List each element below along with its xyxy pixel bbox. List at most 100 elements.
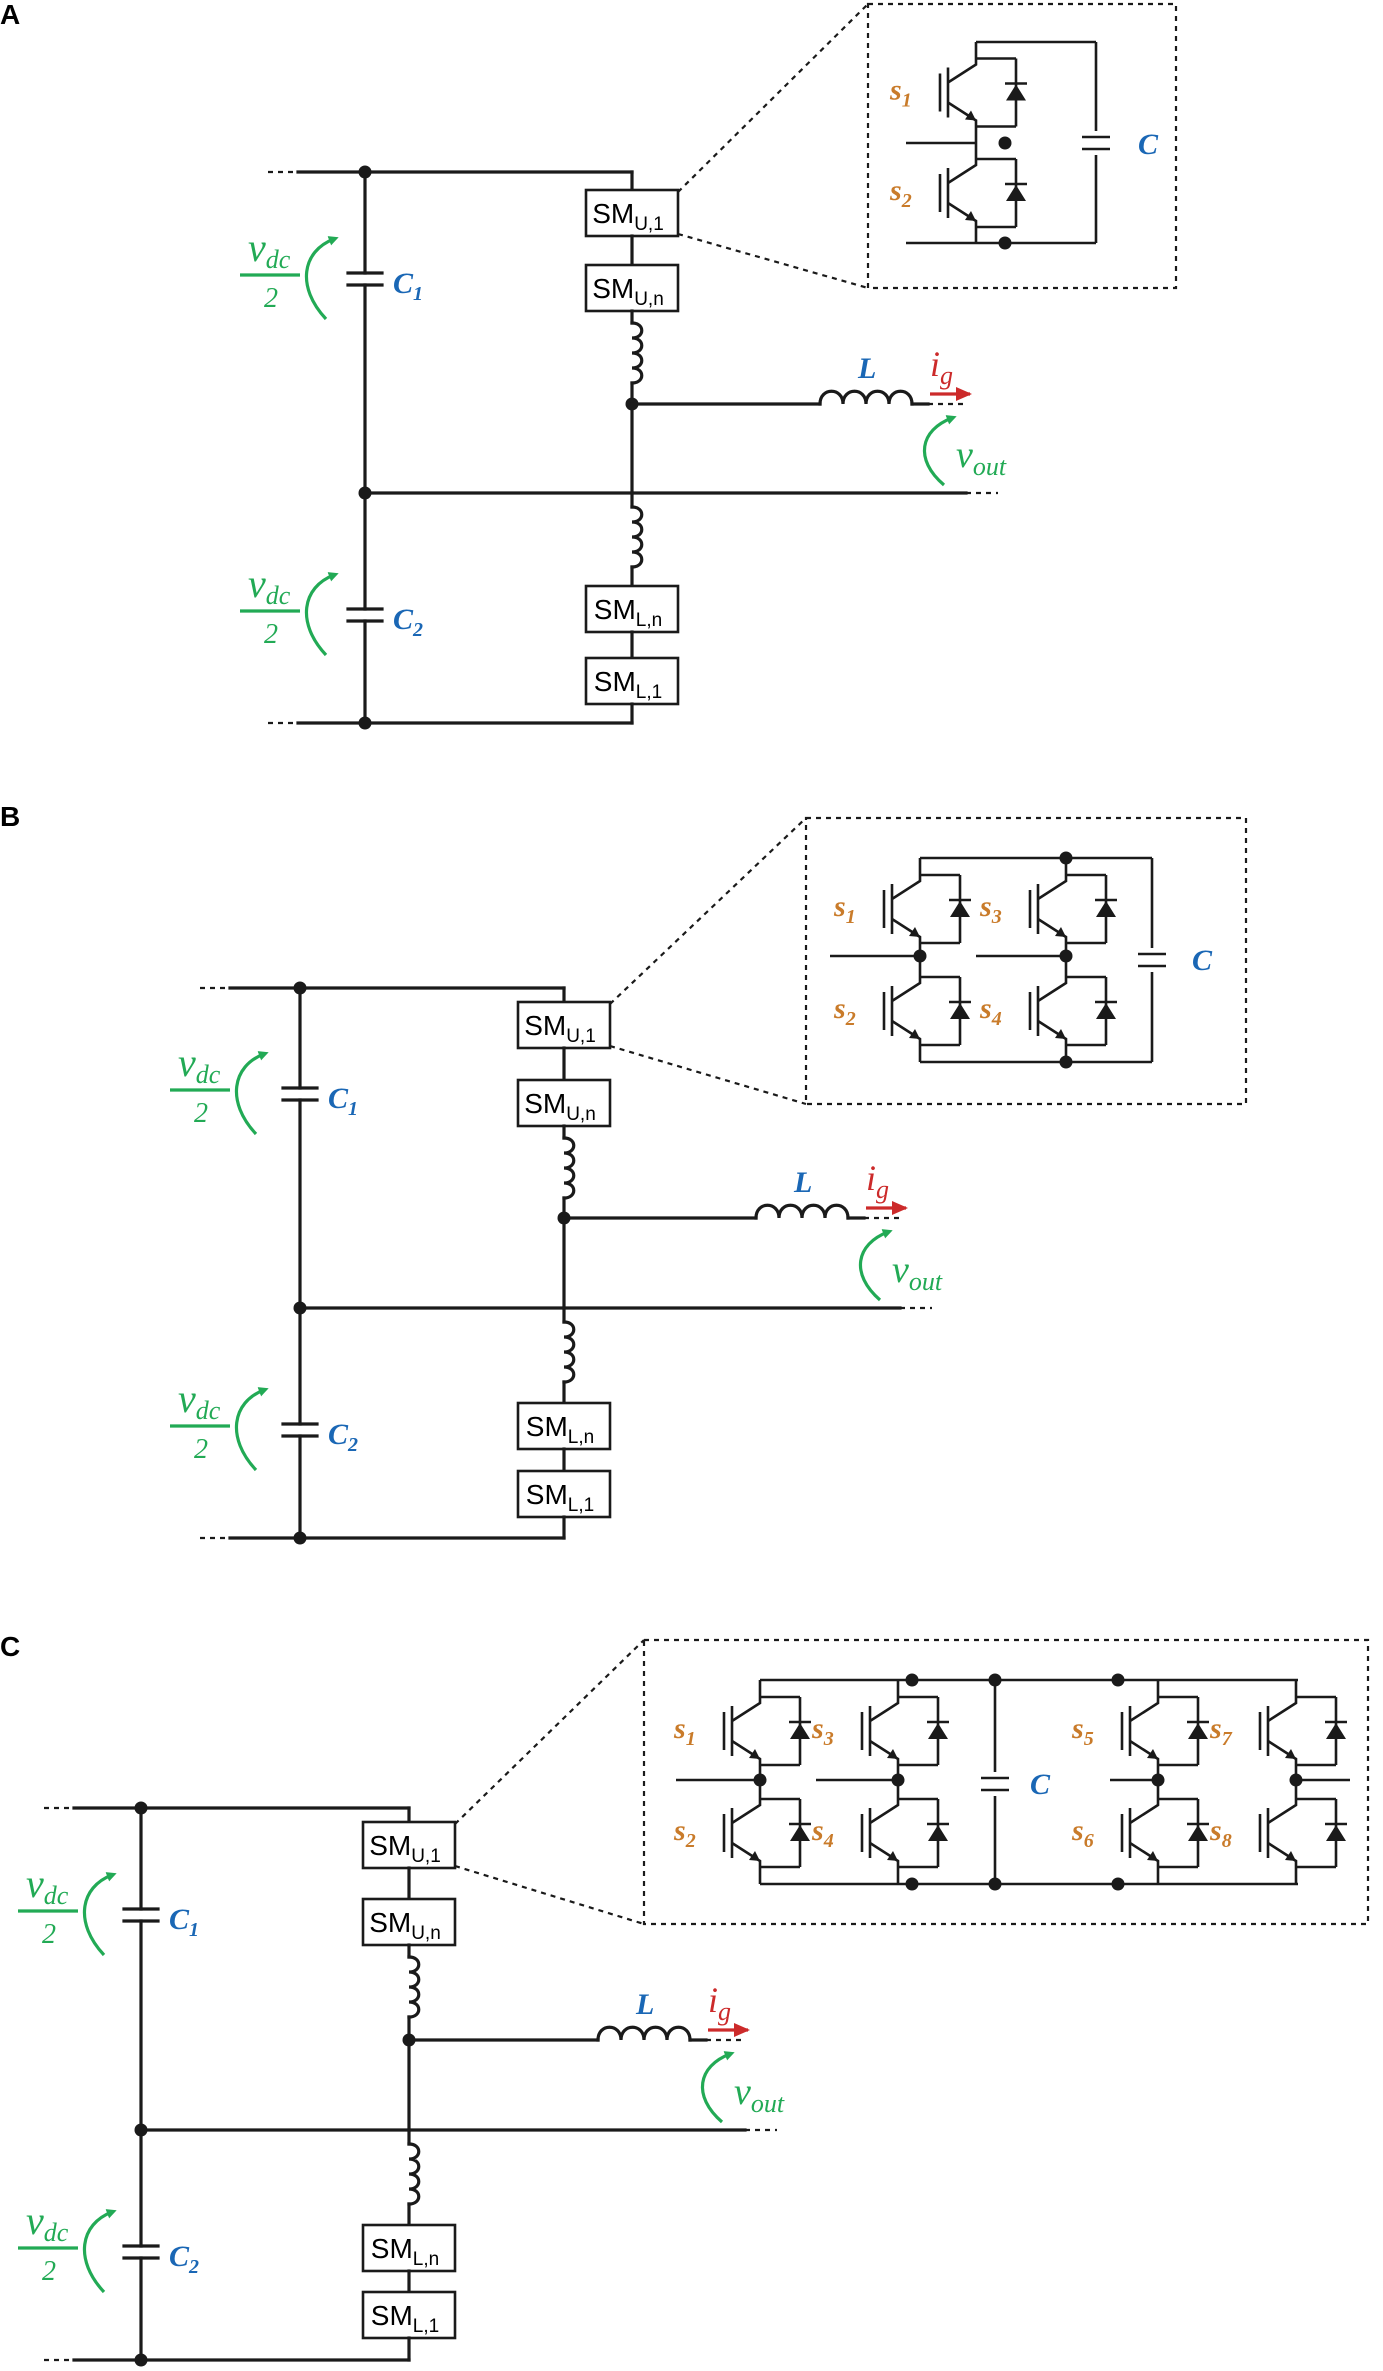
vout-arrow [858,1229,893,1302]
inductor-L [596,2025,692,2042]
collector-leg [947,42,978,84]
collector-leg [1129,1782,1160,1825]
igbt-switch: s4 [979,960,1117,1062]
vdc-denominator: 2 [42,1919,56,1950]
submodule-box: SML,n [516,1401,612,1451]
igbt-switch: s1 [673,1680,811,1782]
inductor-L-label: L [793,1166,812,1199]
vout-arrow [700,2051,735,2124]
diode-triangle [790,1723,810,1739]
igbt-switch: s5 [1071,1680,1209,1782]
inductor-coil [562,1136,576,1200]
junction-dot [358,165,372,179]
inductor-coil [562,1320,576,1384]
junction-dot [134,2353,148,2367]
collector-leg [731,1782,762,1825]
collector-leg [1267,1782,1298,1825]
emitter-arrow [1055,927,1066,937]
emitter-leg [891,1019,922,1062]
emitter-leg [731,1841,762,1884]
diode-triangle [1188,1825,1208,1841]
submodule-label: SMU,1 [524,1010,596,1047]
diode-triangle [1096,901,1116,917]
junction-dot [293,1301,307,1315]
collector-leg [1037,858,1068,901]
capacitor-C1-label: C1 [393,267,423,305]
emitter-arrow [887,1749,898,1759]
vout-label: vout [956,434,1007,481]
submodule-label: SML,n [371,2233,439,2270]
junction-dot [1111,1673,1125,1687]
submodule-C-label: C [1192,944,1213,977]
junction-dot [998,136,1012,150]
junction-dot [988,1877,1002,1891]
emitter-leg [947,101,978,143]
emitter-arrow [1055,1029,1066,1039]
vdc-numerator: vdc [248,561,291,610]
vdc-arrow [304,236,339,321]
emitter-leg [1037,1019,1068,1062]
inductor-coil [407,1955,421,2019]
vdc-denominator: 2 [194,1098,208,1129]
vdc-denominator: 2 [42,2256,56,2287]
igbt-switch: s3 [979,858,1117,960]
junction-dot [905,1877,919,1891]
submodule-rect [516,1000,612,1050]
vdc-arrow [82,2209,117,2294]
switch-label: s4 [811,1814,834,1852]
emitter-arrow [1147,1749,1158,1759]
submodule-rect [361,1820,457,1870]
emitter-arrow [909,1029,920,1039]
vdc-numerator: vdc [248,225,291,274]
submodule-box: SMU,1 [584,188,680,238]
junction-dot [293,1531,307,1545]
capacitor-C1-label: C1 [328,1082,358,1120]
submodule-rect [361,2290,457,2340]
diode-triangle [790,1825,810,1841]
capacitor-C2-label: C2 [393,603,423,641]
current-ig-label: ig [866,1158,889,1204]
junction-dot [913,949,927,963]
vdc-numerator: vdc [26,1861,69,1910]
switch-label: s7 [1209,1712,1233,1750]
junction-dot [1111,1877,1125,1891]
diode-triangle [1006,185,1026,201]
switch-label: s2 [673,1814,696,1852]
panel-letter: B [0,801,20,832]
vdc-denominator: 2 [264,619,278,650]
igbt-switch: s2 [889,143,1027,243]
submodule-label: SML,1 [371,2300,439,2337]
capacitor-C1-label: C1 [169,1903,199,1941]
inductor-coil [407,2142,421,2206]
junction-dot [134,2123,148,2137]
vdc-numerator: vdc [178,1376,221,1425]
diode-triangle [1326,1723,1346,1739]
collector-leg [891,960,922,1003]
submodule-box: SML,1 [516,1469,612,1519]
inductor-L [818,389,914,406]
capacitor [281,1086,319,1102]
junction-dot [134,1801,148,1815]
junction-dot [988,1673,1002,1687]
diode-triangle [1096,1003,1116,1019]
submodule-label: SML,1 [594,666,662,703]
inductor-L [754,1203,850,1220]
submodule-box: SML,n [584,584,680,634]
emitter-leg [869,1841,900,1884]
vdc-numerator: vdc [26,2198,69,2247]
collector-leg [731,1680,762,1723]
vdc-half-label: vdc 2 [18,2198,78,2287]
vdc-half-label: vdc 2 [18,1861,78,1950]
submodule-box: SMU,1 [516,1000,612,1050]
diode-triangle [1006,84,1026,101]
capacitor-C2-label: C2 [169,2240,199,2278]
zoom-box [804,816,1248,1106]
switch-label: s2 [889,174,912,212]
switch-label: s1 [833,890,856,928]
junction-dot [905,1673,919,1687]
switch-label: s4 [979,992,1002,1030]
